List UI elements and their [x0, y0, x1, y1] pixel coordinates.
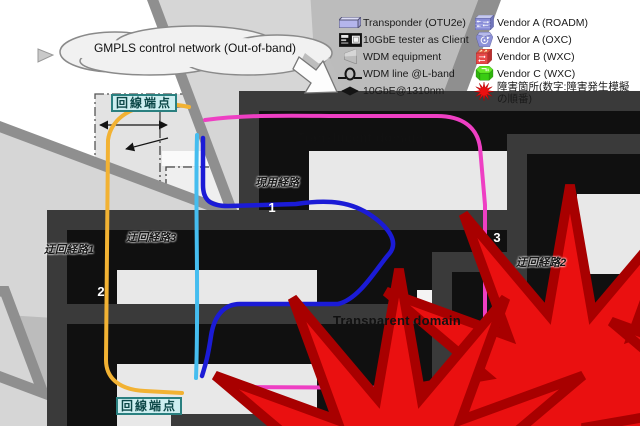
working-route-label: 現用経路 [255, 177, 299, 189]
cloud-label: GMPLS control network (Out-of-band) [93, 41, 297, 55]
failure-burst-1: 1 [268, 184, 640, 426]
legend-item-vendor-c-wxc: Vendor C (WXC) [471, 65, 637, 82]
vendor-a-roadm-icon [471, 15, 497, 30]
failure-number-1: 1 [268, 200, 275, 215]
legend-item-failure: 障害箇所(数字:障害発生模擬の順番) [471, 81, 637, 105]
failure-burst-3: 3 [493, 214, 640, 426]
legend-item-10gbe: 10GbE@1310nm [337, 82, 469, 99]
vendor-c-wxc-icon [471, 66, 497, 81]
legend-item-wdm-equipment: WDM equipment [337, 48, 469, 65]
wdm-equipment-icon [337, 49, 363, 64]
legend-label: WDM line @L-band [363, 67, 455, 80]
gmpls-cloud [37, 25, 333, 76]
legend-right-column: Vendor A (ROADM) Vendor A (OXC) Vendor B… [471, 14, 637, 105]
circuit-endpoint-top: 回線端点 [111, 94, 178, 112]
legend-item-transponder: Transponder (OTU2e) [337, 14, 469, 31]
legend-left-column: Transponder (OTU2e) 10GbE tester as Clie… [337, 14, 469, 99]
legend-item-vendor-a-oxc: Vendor A (OXC) [471, 31, 637, 48]
legend-item-vendor-b-wxc: Vendor B (WXC) [471, 48, 637, 65]
cloud-arrow [292, 53, 343, 94]
transparent-domain-label: Transparent domain [333, 313, 461, 328]
failure-number-3: 3 [493, 230, 500, 245]
translucent-domain-label: Translucent domain [297, 130, 424, 145]
failure-icon [471, 82, 497, 101]
failure-number-2: 2 [97, 284, 104, 299]
legend-label: Vendor C (WXC) [497, 67, 576, 80]
detour-route-3-line [194, 133, 200, 380]
transponder-icon [337, 17, 363, 28]
legend-label: WDM equipment [363, 50, 442, 63]
legend-item-vendor-a-roadm: Vendor A (ROADM) [471, 14, 637, 31]
legend-label: Vendor A (OXC) [497, 33, 572, 46]
legend-label: 10GbE@1310nm [363, 84, 445, 97]
vendor-b-wxc-icon [471, 49, 497, 64]
legend-label: 10GbE tester as Client [363, 33, 469, 46]
vendor-a-oxc-icon [471, 32, 497, 47]
detour-route-1-label: 迂回経路1 [44, 244, 95, 256]
tester-icon [337, 32, 363, 47]
legend-item-tester: 10GbE tester as Client [337, 31, 469, 48]
failure-burst-2: 2 [97, 268, 613, 426]
detour-route-2-label: 迂回経路2 [516, 257, 567, 269]
10gbe-arrow-icon [337, 85, 363, 96]
wdm-line-icon [337, 67, 363, 81]
working-route-line [199, 135, 396, 379]
detour-route-3-label: 迂回経路3 [126, 232, 177, 244]
legend-label: Vendor A (ROADM) [497, 16, 589, 29]
circuit-endpoint-bottom: 回線端点 [116, 397, 183, 415]
legend-label: 障害箇所(数字:障害発生模擬の順番) [497, 81, 630, 105]
legend-label: Vendor B (WXC) [497, 50, 575, 63]
legend-item-wdm-line: WDM line @L-band [337, 65, 469, 82]
legend-label: Transponder (OTU2e) [363, 16, 466, 29]
